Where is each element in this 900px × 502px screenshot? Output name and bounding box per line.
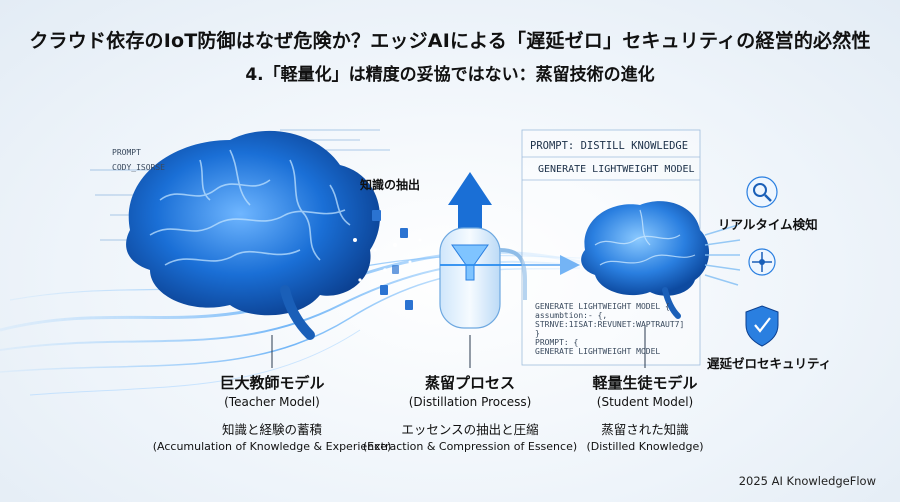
code-line: PROMPT: { bbox=[535, 338, 579, 347]
capability-realtime-detection: リアルタイム検知 bbox=[718, 217, 818, 232]
distill-desc-en: (Extraction & Compression of Essence) bbox=[362, 440, 578, 453]
distill-title: 蒸留プロセス bbox=[424, 374, 515, 392]
distill-label: 蒸留プロセス (Distillation Process) エッセンスの抽出と圧… bbox=[350, 372, 590, 453]
teacher-desc: 知識と経験の蓄積 bbox=[221, 422, 322, 437]
code-line: assumbtion:- {, bbox=[535, 311, 608, 320]
prompt-line-1: PROMPT: DISTILL KNOWLEDGE bbox=[530, 140, 689, 152]
code-left-2: CODY_ISORSE bbox=[112, 163, 165, 172]
shield-check-icon bbox=[745, 305, 779, 347]
student-brain-icon bbox=[581, 201, 710, 319]
code-bottom: GENERATE LIGHTWEIGHT MODEL { assumbtion:… bbox=[535, 302, 684, 356]
particles bbox=[353, 238, 432, 282]
student-desc-en: (Distilled Knowledge) bbox=[586, 440, 704, 453]
code-line: GENERATE LIGHTWEIGHT MODEL bbox=[535, 347, 661, 356]
distill-desc: エッセンスの抽出と圧縮 bbox=[401, 422, 539, 437]
distill-subtitle: (Distillation Process) bbox=[408, 395, 532, 409]
student-desc: 蒸留された知識 bbox=[601, 422, 689, 437]
student-label: 軽量生徒モデル (Student Model) 蒸留された知識 (Distill… bbox=[555, 372, 735, 453]
teacher-label: 巨大教師モデル (Teacher Model) 知識と経験の蓄積 (Accumu… bbox=[142, 372, 402, 453]
capability-zero-latency: 遅延ゼロセキュリティ bbox=[707, 356, 832, 371]
document-icons bbox=[372, 210, 413, 310]
footer-credit: 2025 AI KnowledgeFlow bbox=[738, 474, 876, 488]
page-subtitle: 4.「軽量化」は精度の妥協ではない：蒸留技術の進化 bbox=[245, 65, 655, 85]
student-subtitle: (Student Model) bbox=[596, 395, 694, 409]
crosshair-icon bbox=[748, 248, 776, 276]
output-arrows bbox=[704, 224, 741, 286]
teacher-subtitle: (Teacher Model) bbox=[224, 395, 320, 409]
teacher-desc-en: (Accumulation of Knowledge & Experience) bbox=[152, 440, 392, 453]
distillation-vessel-icon bbox=[439, 172, 580, 329]
code-line: } bbox=[535, 329, 540, 338]
page-title: クラウド依存のIoT防御はなぜ危険か？エッジAIによる「遅延ゼロ」セキュリティの… bbox=[29, 30, 871, 52]
code-line: GENERATE LIGHTWEIGHT MODEL { bbox=[535, 302, 670, 311]
knowledge-extract-label: 知識の抽出 bbox=[360, 178, 421, 192]
code-line: STRNVE:1ISAT:REVUNET:WAPTRAUT7] bbox=[535, 320, 685, 329]
student-title: 軽量生徒モデル bbox=[592, 374, 698, 392]
teacher-title: 巨大教師モデル bbox=[219, 374, 325, 392]
prompt-line-2: GENERATE LIGHTWEIGHT MODEL bbox=[538, 164, 695, 175]
code-left-1: PROMPT bbox=[112, 148, 141, 157]
teacher-brain-icon bbox=[126, 130, 380, 340]
magnifier-icon bbox=[746, 176, 778, 208]
